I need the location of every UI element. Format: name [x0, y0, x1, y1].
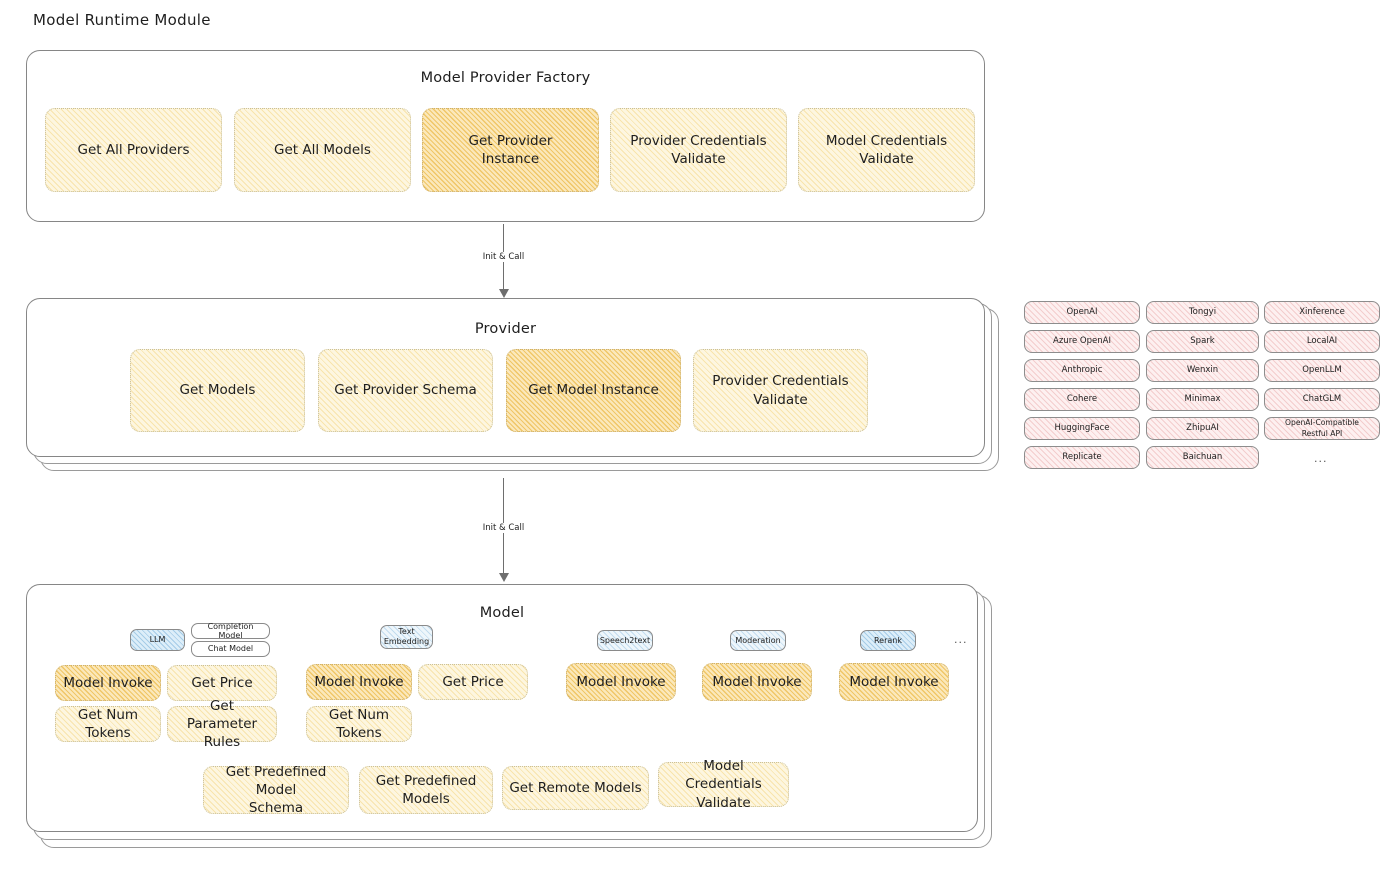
node-get-remote-models[interactable]: Get Remote Models — [502, 766, 649, 810]
model-types-ellipsis: ... — [954, 633, 968, 646]
provider-chip-replicate[interactable]: Replicate — [1024, 446, 1140, 469]
provider-chip-baichuan[interactable]: Baichuan — [1146, 446, 1259, 469]
model-type-tag-speech2text[interactable]: Speech2text — [597, 630, 653, 651]
node-get-models[interactable]: Get Models — [130, 349, 305, 432]
model-type-tag-rerank[interactable]: Rerank — [860, 630, 916, 651]
model-title: Model — [479, 605, 525, 621]
model-type-tag-moderation[interactable]: Moderation — [730, 630, 786, 651]
provider-chip-huggingface[interactable]: HuggingFace — [1024, 417, 1140, 440]
arrow-head-icon — [498, 289, 509, 298]
connector-label: Init & Call — [479, 523, 528, 533]
provider-chip-minimax[interactable]: Minimax — [1146, 388, 1259, 411]
node-rerank-model-invoke[interactable]: Model Invoke — [839, 663, 949, 701]
model-subtag-chat-model[interactable]: Chat Model — [191, 641, 270, 657]
node-llm-get-num-tokens[interactable]: Get Num Tokens — [55, 706, 161, 742]
node-get-model-instance[interactable]: Get Model Instance — [506, 349, 681, 432]
model-panel: Model LLM Completion Model Chat Model Mo… — [26, 584, 978, 832]
provider-chip-spark[interactable]: Spark — [1146, 330, 1259, 353]
node-embedding-get-price[interactable]: Get Price — [418, 664, 528, 700]
arrow-head-icon — [498, 573, 509, 582]
node-get-provider-schema[interactable]: Get Provider Schema — [318, 349, 493, 432]
node-speech2text-model-invoke[interactable]: Model Invoke — [566, 663, 676, 701]
node-moderation-model-invoke[interactable]: Model Invoke — [702, 663, 812, 701]
node-get-all-providers[interactable]: Get All Providers — [45, 108, 222, 192]
provider-chip-localai[interactable]: LocalAI — [1264, 330, 1380, 353]
model-provider-factory-panel: Model Provider Factory Get All Providers… — [26, 50, 985, 222]
provider-chip-cohere[interactable]: Cohere — [1024, 388, 1140, 411]
model-subtag-completion-model[interactable]: Completion Model — [191, 622, 270, 640]
provider-panel: Provider Get Models Get Provider Schema … — [26, 298, 985, 457]
node-llm-get-price[interactable]: Get Price — [167, 665, 277, 701]
provider-chip-openllm[interactable]: OpenLLM — [1264, 359, 1380, 382]
provider-list-ellipsis: ... — [1314, 452, 1328, 465]
provider-chip-chatglm[interactable]: ChatGLM — [1264, 388, 1380, 411]
provider-chip-anthropic[interactable]: Anthropic — [1024, 359, 1140, 382]
connector-label: Init & Call — [479, 252, 528, 262]
provider-title: Provider — [474, 321, 537, 337]
provider-chip-azure-openai[interactable]: Azure OpenAI — [1024, 330, 1140, 353]
node-embedding-model-invoke[interactable]: Model Invoke — [306, 664, 412, 700]
provider-chip-xinference[interactable]: Xinference — [1264, 301, 1380, 324]
provider-chip-tongyi[interactable]: Tongyi — [1146, 301, 1259, 324]
provider-chip-wenxin[interactable]: Wenxin — [1146, 359, 1259, 382]
provider-chip-zhipuai[interactable]: ZhipuAI — [1146, 417, 1259, 440]
provider-chip-openai[interactable]: OpenAI — [1024, 301, 1140, 324]
page-title: Model Runtime Module — [33, 11, 211, 29]
node-get-all-models[interactable]: Get All Models — [234, 108, 411, 192]
node-llm-model-invoke[interactable]: Model Invoke — [55, 665, 161, 701]
provider-list: OpenAI Azure OpenAI Anthropic Cohere Hug… — [1024, 300, 1380, 475]
model-provider-factory-title: Model Provider Factory — [420, 70, 591, 86]
model-type-tag-llm[interactable]: LLM — [130, 629, 185, 651]
provider-chip-openai-compatible-restful-api[interactable]: OpenAI-Compatible Restful API — [1264, 417, 1380, 440]
node-embedding-get-num-tokens[interactable]: Get Num Tokens — [306, 706, 412, 742]
